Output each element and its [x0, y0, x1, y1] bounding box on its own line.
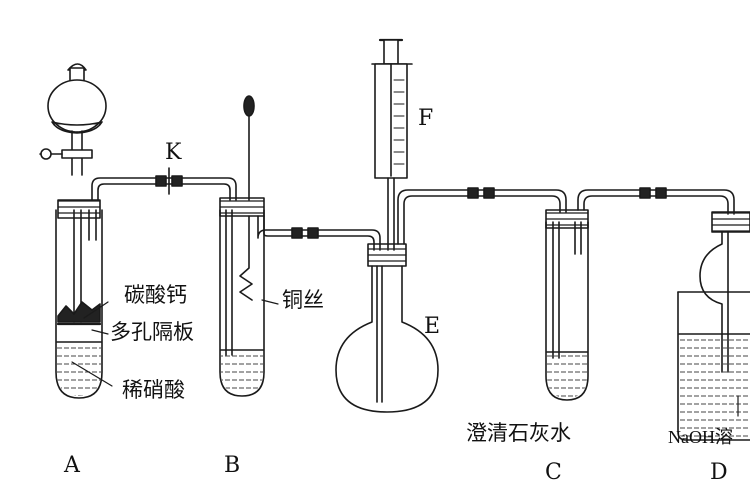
flask-e [335, 243, 439, 413]
tube-e-c [397, 187, 567, 245]
test-tube-a [55, 199, 103, 399]
syringe-f [371, 38, 413, 251]
label-dilute-nitric-acid: 稀硝酸 [122, 378, 185, 402]
label-copper-wire: 铜丝 [282, 288, 324, 312]
label-porous-plate: 多孔隔板 [110, 320, 194, 344]
test-tube-b [219, 95, 265, 397]
label-b: B [224, 453, 241, 478]
tube-a-b [91, 167, 237, 201]
label-naoh: NaOH溶 [668, 428, 733, 446]
test-tube-c [545, 209, 589, 401]
label-f: F [418, 106, 434, 131]
label-k: K [165, 140, 182, 165]
label-e: E [424, 314, 441, 339]
tube-c-d [577, 187, 735, 215]
beaker-d [677, 211, 750, 441]
label-calcium-carbonate: 碳酸钙 [124, 283, 187, 307]
label-clear-limewater: 澄清石灰水 [466, 421, 571, 445]
funnel-a [39, 63, 107, 323]
tube-b-e [257, 215, 381, 251]
label-a: A [64, 453, 80, 478]
leader-lines [71, 299, 279, 387]
label-d: D [710, 460, 728, 485]
label-c: C [545, 460, 562, 485]
